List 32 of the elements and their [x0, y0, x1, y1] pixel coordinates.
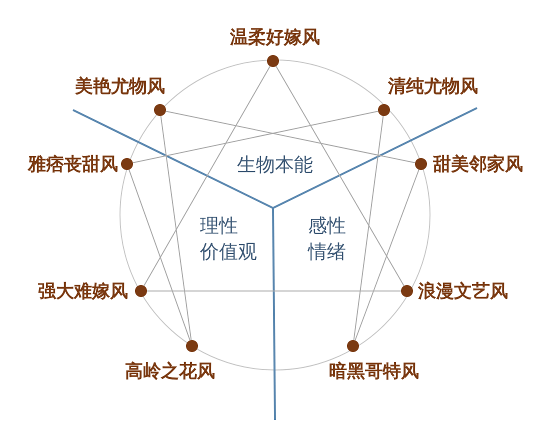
style-label: 甜美邻家风 [433, 154, 523, 176]
dot [347, 340, 359, 352]
region-label: 价值观 [200, 240, 257, 264]
style-label: 雅痞丧甜风 [28, 154, 118, 176]
dot [121, 158, 133, 170]
dot [401, 285, 413, 297]
style-label: 清纯尤物风 [388, 76, 478, 98]
style-label: 美艳尤物风 [75, 76, 165, 98]
region-label: 感性 [308, 214, 346, 238]
style-label: 浪漫文艺风 [418, 281, 508, 303]
dot [267, 55, 279, 67]
connector-line [146, 290, 402, 292]
connector-line [143, 66, 271, 286]
dot [378, 104, 390, 116]
connector-line [276, 66, 404, 286]
style-label: 温柔好嫁风 [230, 27, 320, 49]
style-label: 高岭之花风 [125, 361, 215, 383]
dot [415, 158, 427, 170]
connector-line [160, 115, 192, 341]
connector-line [128, 169, 190, 341]
connector-line [165, 110, 416, 164]
region-label: 理性 [200, 214, 238, 238]
style-label: 暗黑哥特风 [329, 361, 419, 383]
dot [154, 104, 166, 116]
region-label: 情绪 [308, 240, 346, 264]
dot [186, 340, 198, 352]
connector-line [354, 169, 420, 341]
connector-line [132, 110, 379, 164]
style-label: 强大难嫁风 [38, 281, 128, 303]
region-label: 生物本能 [237, 153, 313, 177]
dot [135, 285, 147, 297]
connector-line [353, 115, 384, 341]
